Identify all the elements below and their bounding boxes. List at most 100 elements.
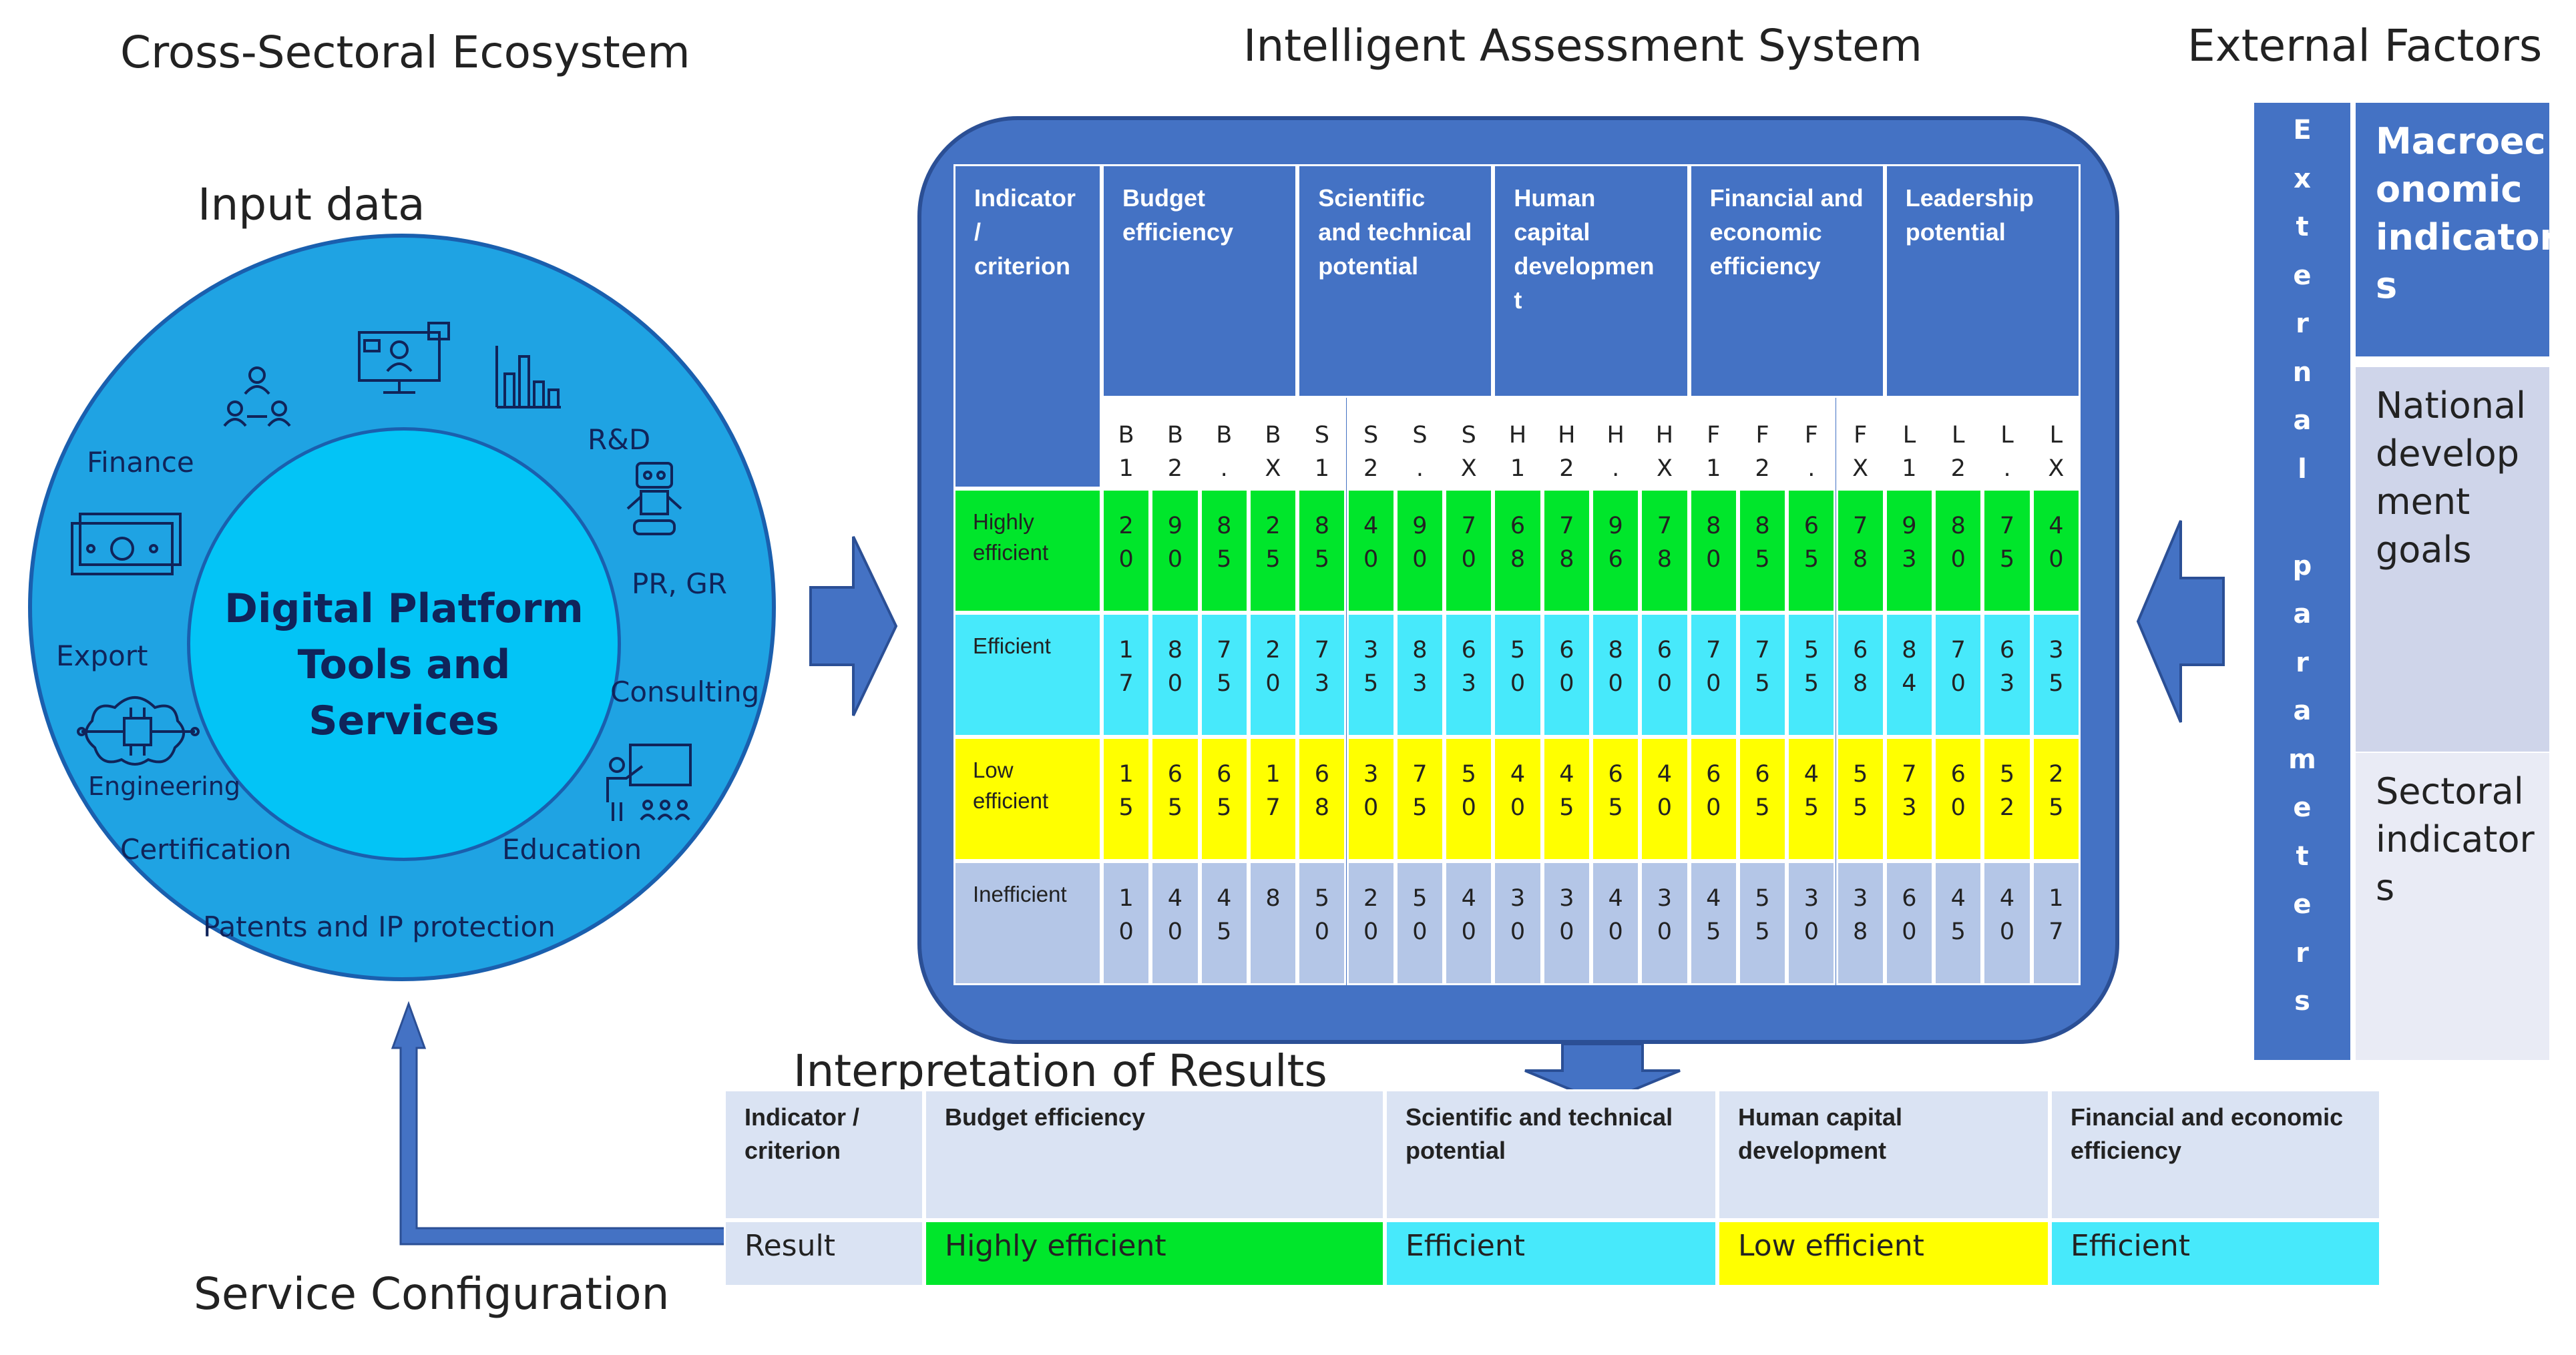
score-digit: 4 [1461,885,1476,912]
sub-indicator-char: . [1807,455,1815,482]
sub-indicator-header: F. [1787,398,1836,489]
score-digit: 0 [1559,918,1574,945]
sector-patents: Patents and IP protection [203,910,556,943]
score-digit: 3 [1902,546,1917,573]
score-digit: 5 [1608,794,1623,821]
interpretation-header-cell: Budget efficiency [924,1089,1385,1220]
input-arrow [809,536,898,716]
score-digit: 0 [1902,918,1917,945]
score-digit: 5 [1314,546,1329,573]
vertical-letter: a [2293,599,2312,629]
score-digit: 0 [1363,918,1379,945]
ecosystem-title: Cross-Sectoral Ecosystem [120,27,690,78]
score-digit: 7 [1706,637,1721,663]
score-digit: 8 [1706,513,1721,539]
score-digit: 0 [1950,794,1966,821]
sub-indicator-char: X [1460,455,1477,482]
vertical-letter: e [2293,889,2312,920]
sub-indicator-char: H [1508,422,1527,449]
input-data-title: Input data [198,179,425,230]
efficiency-row-label: Efficient [953,613,1102,737]
score-digit: 1 [1118,885,1134,912]
interpretation-header-cell: Human capital development [1717,1089,2050,1220]
score-digit: 5 [2049,794,2064,821]
sector-pr-gr: PR, GR [632,567,727,600]
score-digit: 4 [2049,513,2064,539]
score-digit: 1 [1118,761,1134,788]
score-digit: 7 [1950,637,1966,663]
sub-indicator-char: . [1416,455,1424,482]
score-digit: 6 [1999,637,2015,663]
score-digit: 0 [1314,918,1329,945]
interpretation-header-cell: Financial and economic efficiency [2050,1089,2381,1220]
sub-indicator-char: X [1265,455,1281,482]
score-digit: 5 [1755,794,1770,821]
score-digit: 0 [1657,918,1673,945]
score-digit: 0 [1461,918,1476,945]
score-digit: 7 [1314,637,1329,663]
score-digit: 5 [1803,637,1819,663]
sub-indicator-char: S [1363,422,1379,449]
score-digit: 3 [1363,761,1379,788]
result-label-cell: Result [724,1220,924,1287]
score-digit: 6 [1167,761,1183,788]
score-digit: 7 [1853,513,1868,539]
score-digit: 0 [1608,918,1623,945]
score-digit: 5 [1118,794,1134,821]
score-digit: 7 [1999,513,2015,539]
score-digit: 5 [1217,546,1232,573]
score-digit: 0 [1803,918,1819,945]
score-digit: 7 [1412,761,1428,788]
score-digit: 5 [1217,918,1232,945]
score-digit: 5 [1755,885,1770,912]
sub-indicator-header: B. [1199,398,1249,489]
score-digit: 4 [1950,885,1966,912]
score-digit: 6 [1657,637,1673,663]
sub-indicator-char: B [1216,422,1233,449]
sector-education: Education [502,833,642,866]
score-digit: 6 [1902,885,1917,912]
score-digit: 0 [1363,546,1379,573]
score-digit: 7 [1265,794,1281,821]
score-digit: 8 [1657,546,1673,573]
score-digit: 3 [1412,670,1428,697]
score-digit: 3 [1314,670,1329,697]
score-digit: 8 [1755,513,1770,539]
score-digit: 5 [1950,918,1966,945]
sector-finance: Finance [87,446,194,479]
platform-line-2: Tools and Services [297,641,511,744]
group-header: Scientific and technical potential [1297,164,1494,398]
score-digit: 0 [1950,670,1966,697]
score-digit: 7 [1461,513,1476,539]
